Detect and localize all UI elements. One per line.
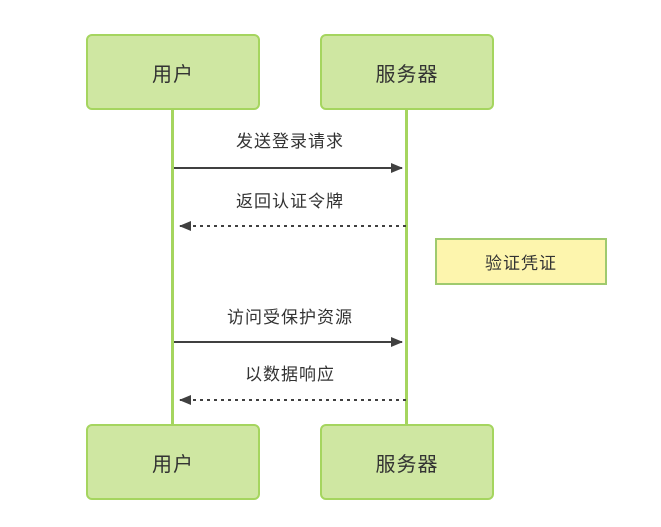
note-verify-credentials: 验证凭证 xyxy=(435,238,607,285)
actor-server-bottom: 服务器 xyxy=(320,424,494,500)
actor-server-bottom-label: 服务器 xyxy=(375,453,439,476)
message-label-access-resource: 访问受保护资源 xyxy=(227,308,353,327)
actor-user-bottom: 用户 xyxy=(86,424,260,500)
message-label-return-token: 返回认证令牌 xyxy=(236,192,344,211)
actor-user-bottom-label: 用户 xyxy=(152,453,194,476)
message-label-respond-data: 以数据响应 xyxy=(245,365,335,384)
actor-user-top: 用户 xyxy=(86,34,260,110)
actor-user-top-label: 用户 xyxy=(152,63,194,86)
actor-server-top-label: 服务器 xyxy=(375,63,439,86)
message-label-send-login: 发送登录请求 xyxy=(236,132,344,151)
actor-server-top: 服务器 xyxy=(320,34,494,110)
note-label: 验证凭证 xyxy=(485,254,557,273)
